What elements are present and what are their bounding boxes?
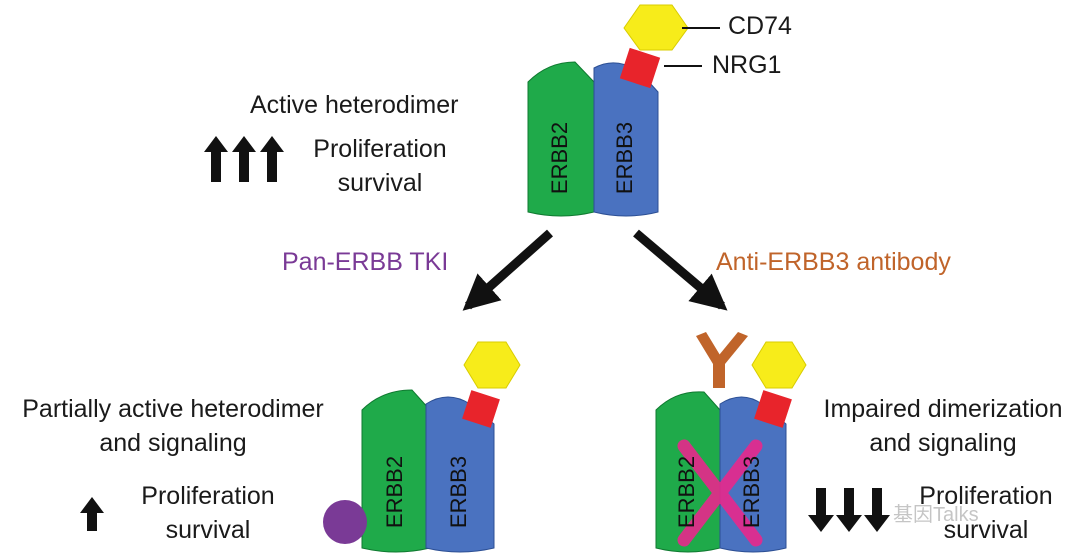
bottom-right-effect-line1: Proliferation xyxy=(919,482,1053,510)
arrow-to-left-branch xyxy=(462,229,553,311)
nrg1-label: NRG1 xyxy=(712,51,782,79)
bottom-left-erbb2-label: ERBB2 xyxy=(382,456,407,528)
top-erbb2-label: ERBB2 xyxy=(547,122,572,194)
tki-inhibitor xyxy=(323,500,367,544)
bottom-left-state-line2: and signaling xyxy=(99,429,247,457)
bottom-left-nrg1-ligand xyxy=(462,390,500,428)
bottom-left-complex xyxy=(323,341,521,553)
bottom-right-state-line2: and signaling xyxy=(869,429,1017,457)
bottom-right-effect-line2: survival xyxy=(943,516,1029,544)
bottom-left-state-line1: Partially active heterodimer xyxy=(22,395,324,423)
bottom-left-effect-line2: survival xyxy=(165,516,251,544)
anti-erbb3-antibody xyxy=(696,332,748,388)
bottom-right-erbb2-label: ERBB2 xyxy=(674,456,699,528)
top-state-label: Active heterodimer xyxy=(250,91,459,119)
bottom-right-nrg1-ligand xyxy=(754,390,792,428)
bottom-left-erbb3-label: ERBB3 xyxy=(446,456,471,528)
bottom-right-proliferation-down-arrows xyxy=(808,488,890,532)
top-erbb3-label: ERBB3 xyxy=(612,122,637,194)
down-arrow-icon xyxy=(864,488,890,532)
top-effect-line1: Proliferation xyxy=(313,135,447,163)
top-effect-line2: survival xyxy=(337,169,423,197)
down-arrow-icon xyxy=(836,488,862,532)
bottom-right-state-line1: Impaired dimerization xyxy=(823,395,1063,423)
bottom-left-up-arrow-icon xyxy=(80,497,104,531)
bottom-left-effect-line1: Proliferation xyxy=(141,482,275,510)
top-proliferation-up-arrows xyxy=(204,136,284,182)
bottom-right-cd74-ligand xyxy=(751,341,807,389)
arrow-to-right-branch xyxy=(633,229,728,311)
left-treatment-label: Pan-ERBB TKI xyxy=(282,248,449,276)
bottom-left-cd74-ligand xyxy=(463,341,521,389)
up-arrow-icon xyxy=(204,136,228,182)
bottom-left-erbb3-receptor xyxy=(425,396,495,553)
bottom-right-erbb3-label: ERBB3 xyxy=(739,456,764,528)
up-arrow-icon xyxy=(260,136,284,182)
watermark: 基因Talks xyxy=(893,504,979,526)
top-erbb3-receptor xyxy=(593,62,659,217)
top-active-complex xyxy=(527,4,720,217)
up-arrow-icon xyxy=(232,136,256,182)
blocked-x-mark xyxy=(677,439,763,547)
down-arrow-icon xyxy=(808,488,834,532)
right-treatment-label: Anti-ERBB3 antibody xyxy=(716,248,951,276)
bottom-right-complex xyxy=(655,332,807,553)
top-cd74-ligand xyxy=(623,4,689,51)
cd74-label: CD74 xyxy=(728,12,792,40)
top-nrg1-ligand xyxy=(619,47,661,89)
